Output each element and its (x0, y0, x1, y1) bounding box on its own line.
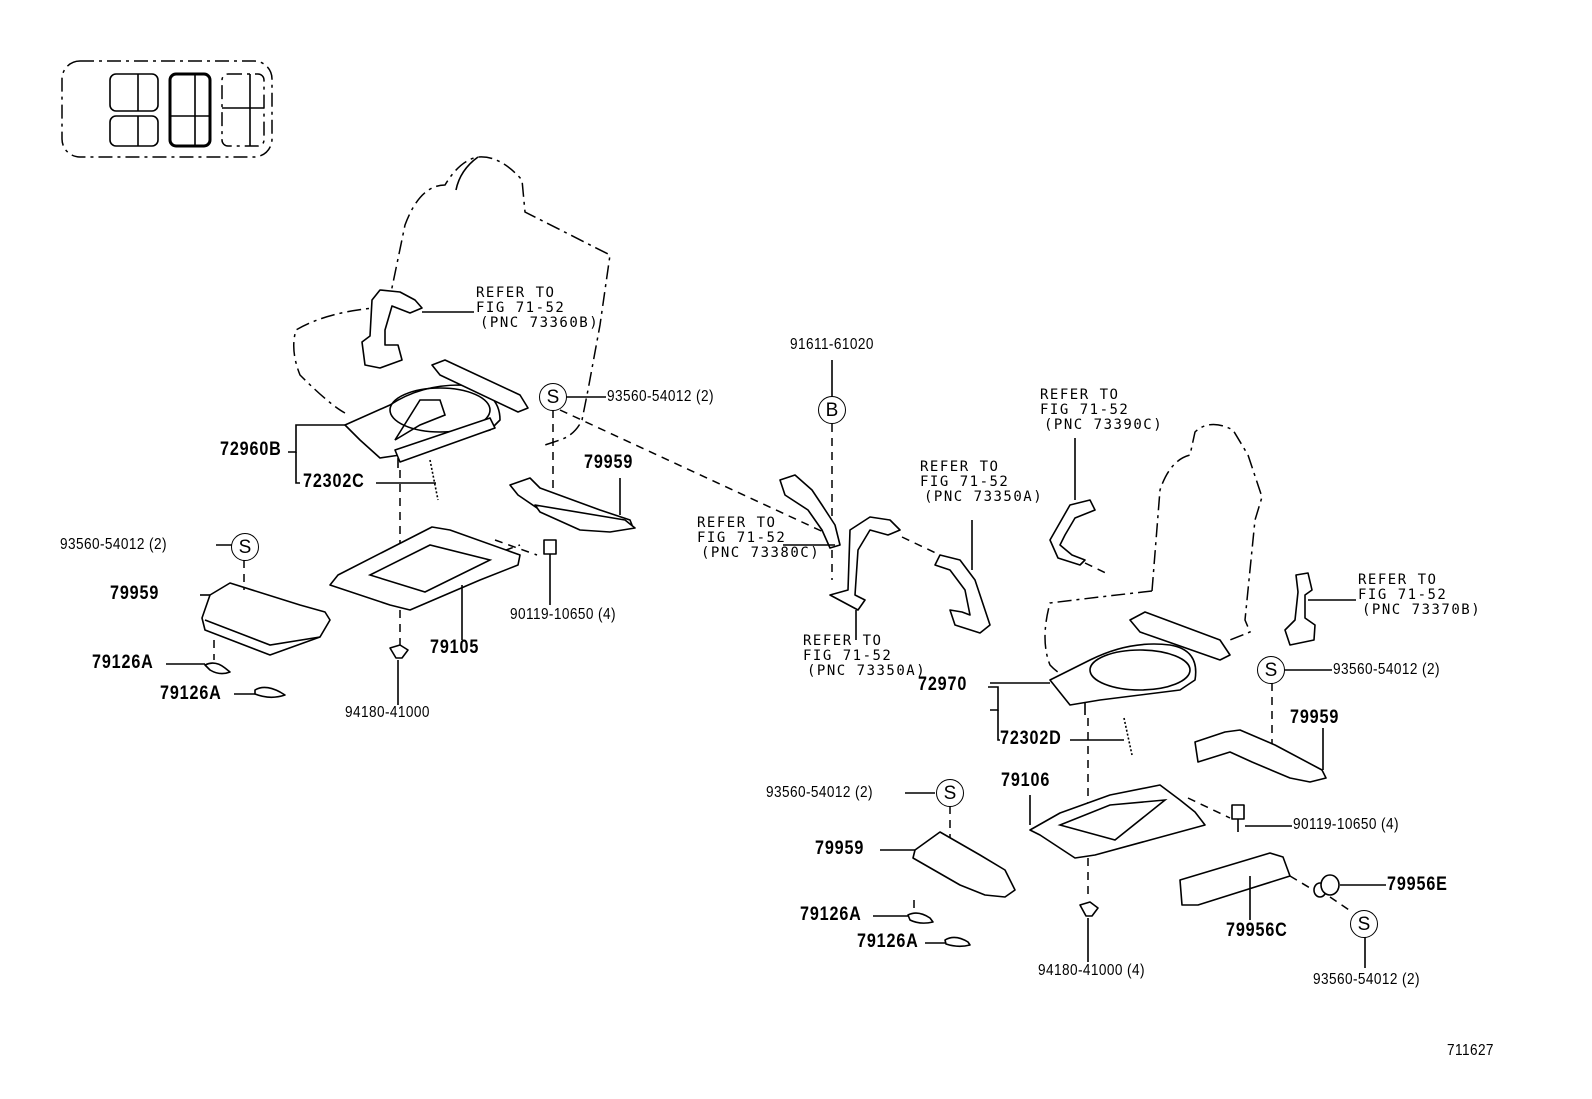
left-belt-ref-line3: (PNC 73360B) (480, 315, 600, 331)
screw-symbol-s-icon: S (936, 779, 964, 807)
right-frame-label: 79106 (1001, 770, 1051, 791)
left-cover-lower-label: 79959 (110, 583, 160, 604)
vehicle-seat-locator-icon (61, 60, 273, 158)
right-buckle-370b (1284, 572, 1316, 646)
left-screw-top-label: 93560-54012 (2) (607, 388, 714, 405)
right-belt-ref-line3: (PNC 73390C) (1044, 417, 1164, 433)
screw-symbol-s-icon: S (1257, 656, 1285, 684)
screw-symbol-s-icon: S (539, 383, 567, 411)
left-seat-frame (329, 526, 521, 611)
nut-label: 79956E (1387, 874, 1448, 895)
right-seat-adjuster (1049, 611, 1231, 715)
ref-350a-bottom-line2: FIG 71-52 (803, 648, 893, 664)
left-belt-ref-line1: REFER TO (476, 285, 556, 301)
right-seat-outline (1044, 423, 1263, 681)
right-cover-label: 79959 (1290, 707, 1340, 728)
right-seat-frame (1029, 784, 1206, 859)
left-grommet-label: 94180-41000 (345, 704, 430, 721)
left-belt-ref-line2: FIG 71-52 (476, 300, 566, 316)
ref-380c-line3: (PNC 73380C) (701, 545, 821, 561)
right-belt-390c (1049, 499, 1096, 566)
left-spring-label: 72302C (303, 471, 365, 492)
right-bolt-label: 90119-10650 (4) (1293, 816, 1399, 833)
left-belt-anchor (361, 289, 474, 369)
ref-350a-top-line1: REFER TO (920, 459, 1000, 475)
right-nut-79956E (1313, 874, 1340, 898)
screw-symbol-s-icon: S (1350, 910, 1378, 938)
leader-72302C (295, 452, 300, 484)
left-clip-a (204, 662, 231, 675)
right-grommet-label: 94180-41000 (4) (1038, 962, 1145, 979)
left-frame-label: 79105 (430, 637, 480, 658)
leader-72960B (288, 424, 345, 453)
left-seat-outline (293, 156, 611, 446)
left-cover-lower (201, 582, 331, 656)
left-clip-b (254, 686, 286, 699)
figure-id: 711627 (1447, 1042, 1494, 1059)
left-spring (429, 459, 439, 501)
right-buckle-ref-line2: FIG 71-52 (1358, 587, 1448, 603)
center-belt-350a-upper (934, 554, 991, 634)
right-cover-left-label: 79959 (815, 838, 865, 859)
left-cover-upper (509, 477, 636, 533)
right-belt-ref-line1: REFER TO (1040, 387, 1120, 403)
right-belt-ref-line2: FIG 71-52 (1040, 402, 1130, 418)
right-spring (1123, 717, 1133, 756)
right-buckle-ref-line3: (PNC 73370B) (1362, 602, 1482, 618)
ref-350a-top-line2: FIG 71-52 (920, 474, 1010, 490)
right-clip-b-label: 79126A (857, 931, 919, 952)
bracket-label: 79956C (1226, 920, 1288, 941)
screw-symbol-s-icon: S (231, 533, 259, 561)
center-belt-350a-lower (829, 516, 901, 611)
right-adjuster-label: 72970 (918, 674, 968, 695)
right-bolt (1231, 804, 1245, 832)
center-belt-380c (779, 474, 841, 549)
ref-380c-line2: FIG 71-52 (697, 530, 787, 546)
right-bracket-79956C (1179, 852, 1291, 906)
left-adjuster-label: 72960B (220, 439, 282, 460)
right-clip-a (907, 912, 934, 924)
left-bolt-label: 90119-10650 (4) (510, 606, 616, 623)
bolt-symbol-b-icon: B (818, 396, 846, 424)
right-screw-left-label: 93560-54012 (2) (766, 784, 873, 801)
right-buckle-ref-line1: REFER TO (1358, 572, 1438, 588)
right-cover-lower (912, 831, 1016, 898)
right-grommet (1079, 901, 1099, 917)
right-cover-79959 (1194, 729, 1327, 783)
left-bolt (543, 539, 557, 605)
right-clip-a-label: 79126A (800, 904, 862, 925)
ref-350a-bottom-line3: (PNC 73350A) (807, 663, 927, 679)
left-clip-b-label: 79126A (160, 683, 222, 704)
left-grommet (389, 644, 409, 659)
ref-350a-top-line3: (PNC 73350A) (924, 489, 1044, 505)
left-cover-upper-label: 79959 (584, 452, 634, 473)
right-screw-right-label: 93560-54012 (2) (1333, 661, 1440, 678)
right-screw-bottom-label: 93560-54012 (2) (1313, 971, 1420, 988)
right-clip-b (944, 936, 971, 948)
center-bolt-label: 91611-61020 (790, 336, 874, 353)
right-spring-label: 72302D (1000, 728, 1062, 749)
left-seat-adjuster (344, 359, 529, 468)
left-clip-a-label: 79126A (92, 652, 154, 673)
ref-350a-bottom-line1: REFER TO (803, 633, 883, 649)
left-screw-left-label: 93560-54012 (2) (60, 536, 167, 553)
ref-380c-line1: REFER TO (697, 515, 777, 531)
